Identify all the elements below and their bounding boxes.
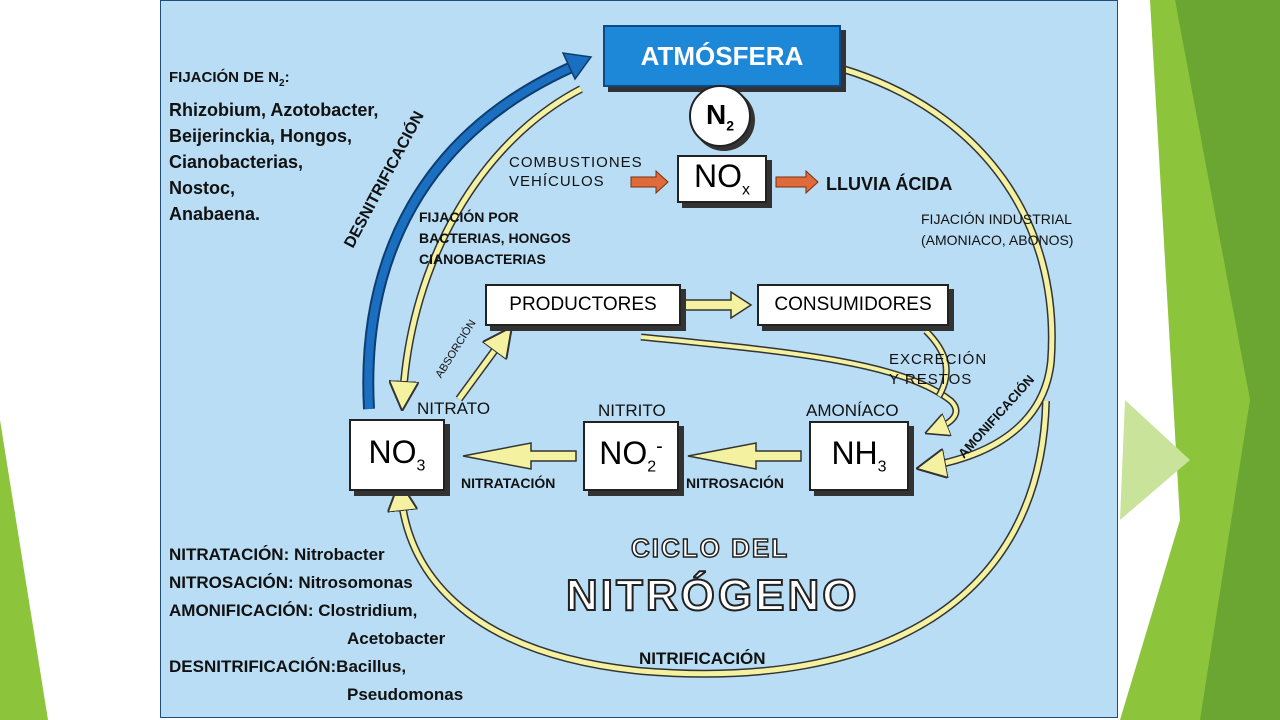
nitrate-base: NO xyxy=(368,434,417,471)
nitrate-sub: 3 xyxy=(416,457,426,475)
fixation-line4: Nostoc, xyxy=(169,178,236,198)
producers-label: PRODUCTORES xyxy=(509,294,657,315)
nitratation-arrow xyxy=(462,442,577,470)
organisms-line3: AMONIFICACIÓN: Clostridium, xyxy=(169,601,418,620)
nitrite-base: NO xyxy=(599,435,648,472)
organisms-line5: DESNITRIFICACIÓN:Bacillus, xyxy=(169,657,407,676)
fixation-line5: Anabaena. xyxy=(169,204,261,224)
nitrite-caption: NITRITO xyxy=(598,401,666,420)
bio-fix-line3: CIANOBACTERIAS xyxy=(419,251,546,267)
ammonia-box: NH3 xyxy=(809,421,909,491)
organisms-list: NITRATACIÓN: Nitrobacter NITROSACIÓN: Ni… xyxy=(169,541,463,709)
acid-rain-arrow xyxy=(775,169,819,195)
nox-base: NO xyxy=(694,158,742,195)
bio-fix-line2: BACTERIAS, HONGOS xyxy=(419,230,571,246)
right-green-dark xyxy=(1175,0,1280,720)
excretion-line1: EXCRECIÓN xyxy=(889,351,988,368)
combustion-arrow xyxy=(630,169,669,195)
bio-fix-line1: FIJACIÓN POR xyxy=(419,209,519,225)
fixation-line2: Beijerinckia, Hongos, xyxy=(169,126,353,146)
nitratation-label: NITRATACIÓN xyxy=(461,475,556,491)
organisms-line1: NITRATACIÓN: Nitrobacter xyxy=(169,545,385,564)
fixation-line3: Cianobacterias, xyxy=(169,152,304,172)
organisms-line4: Acetobacter xyxy=(347,629,446,648)
title-line1: CICLO DEL xyxy=(630,532,790,564)
fixation-list: FIJACIÓN DE N2: Rhizobium, Azotobacter, … xyxy=(169,65,378,227)
industrial-line2: (AMONIACO, ABONOS) xyxy=(921,232,1074,248)
consumers-box: CONSUMIDORES xyxy=(757,284,949,326)
nitrification-label: NITRIFICACIÓN xyxy=(639,649,766,668)
diagram-arrows xyxy=(362,52,1056,678)
title-line2: NITRÓGENO xyxy=(565,570,860,621)
nitrite-sup: - xyxy=(656,435,663,458)
nox-box: NOx xyxy=(677,155,767,203)
organisms-line6: Pseudomonas xyxy=(347,685,464,704)
n2-sub: 2 xyxy=(726,117,735,134)
industrial-line1: FIJACIÓN INDUSTRIAL xyxy=(921,211,1072,227)
atmosphere-box: ATMÓSFERA xyxy=(603,25,841,87)
excretion-line2: Y RESTOS xyxy=(889,371,973,388)
acid-rain-label: LLUVIA ÁCIDA xyxy=(826,174,953,194)
consumers-label: CONSUMIDORES xyxy=(774,294,932,315)
combustion-line1: COMBUSTIONES xyxy=(509,154,643,171)
producers-box: PRODUCTORES xyxy=(485,284,681,326)
nox-sub: x xyxy=(742,181,750,199)
organisms-line2: NITROSACIÓN: Nitrosomonas xyxy=(169,573,413,592)
producers-to-consumers-arrow xyxy=(682,290,753,320)
fixation-header: FIJACIÓN DE N2: xyxy=(169,69,290,89)
n2-base: N xyxy=(705,98,727,130)
nitrogen-cycle-diagram: ATMÓSFERA N2 NOx COMBUSTIONES VEHÍCULOS … xyxy=(160,0,1118,718)
nitrite-box: NO2- xyxy=(583,421,679,491)
ammonia-sub: 3 xyxy=(877,458,887,476)
nitrite-sub: 2 xyxy=(647,458,657,476)
n2-circle: N2 xyxy=(689,85,751,147)
atmosphere-label: ATMÓSFERA xyxy=(640,40,804,71)
nitrate-box: NO3 xyxy=(349,419,445,491)
ammonia-base: NH xyxy=(831,435,878,472)
nitrosation-arrow xyxy=(687,442,802,470)
combustion-line2: VEHÍCULOS xyxy=(509,173,605,190)
fixation-line1: Rhizobium, Azotobacter, xyxy=(169,100,379,120)
right-green-light xyxy=(1120,400,1190,520)
nitrosation-label: NITROSACIÓN xyxy=(686,475,784,491)
ammonia-caption: AMONÍACO xyxy=(806,401,899,420)
nitrate-caption: NITRATO xyxy=(417,399,491,418)
left-green-shape xyxy=(0,420,48,720)
